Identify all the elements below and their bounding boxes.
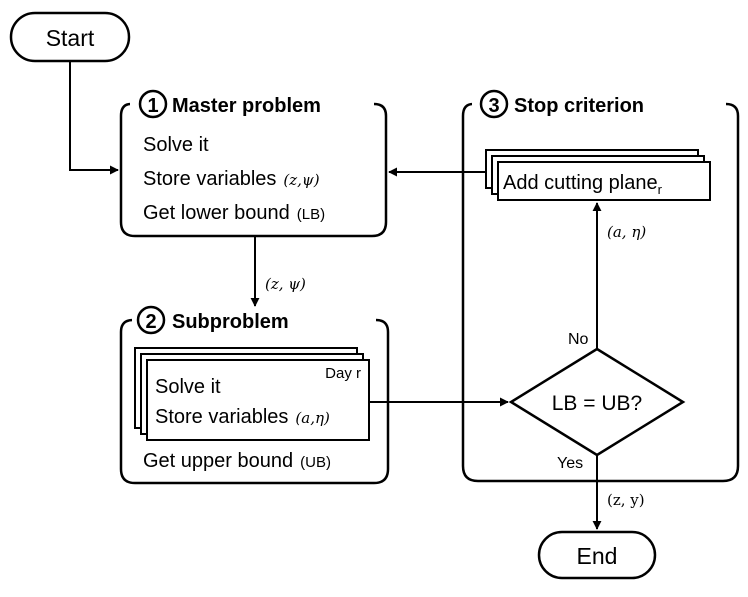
edge-start-to-master xyxy=(69,61,119,175)
start-label: Start xyxy=(46,25,95,51)
master-line-lower-bound: Get lower bound(LB) xyxy=(143,202,325,224)
sub-line-store: Store variables(a,η) xyxy=(155,406,330,428)
edge-label-yes-to-end: (z, y) xyxy=(607,491,645,509)
cutting-plane-label: Add cutting planer xyxy=(503,172,663,197)
sub-title: Subproblem xyxy=(172,311,289,333)
day-label: Day r xyxy=(325,365,361,382)
sub-step-number: 2 xyxy=(145,311,156,333)
sub-line-upper-bound: Get upper bound(UB) xyxy=(143,450,331,472)
subproblem-box: 2 Subproblem Day r Solve it Store variab… xyxy=(119,305,390,485)
decision-label: LB = UB? xyxy=(552,392,642,415)
sub-line-solve: Solve it xyxy=(155,376,221,398)
end-label: End xyxy=(577,543,618,569)
yes-label: Yes xyxy=(557,455,583,472)
master-line-store: Store variables(z,ψ) xyxy=(143,168,320,190)
step-number-circle xyxy=(479,89,509,119)
cutting-plane-node: Add cutting planer xyxy=(485,149,711,201)
no-label: No xyxy=(568,331,589,348)
cutting-plane-card xyxy=(497,161,711,201)
step-number-circle xyxy=(138,89,168,119)
master-step-number: 1 xyxy=(147,95,158,117)
step-number-circle xyxy=(136,305,166,335)
stop-step-number: 3 xyxy=(488,95,499,117)
master-line-solve: Solve it xyxy=(143,134,209,156)
day-card xyxy=(146,359,370,441)
edge-label-master-to-sub: (z, ψ) xyxy=(265,275,306,293)
start-node: Start xyxy=(9,11,131,63)
master-problem-box: 1 Master problem Solve it Store variable… xyxy=(119,89,388,238)
stop-title: Stop criterion xyxy=(514,95,644,117)
master-title: Master problem xyxy=(172,95,321,117)
end-node: End xyxy=(537,530,657,580)
edge-label-no-to-cut: (a, η) xyxy=(607,223,646,241)
